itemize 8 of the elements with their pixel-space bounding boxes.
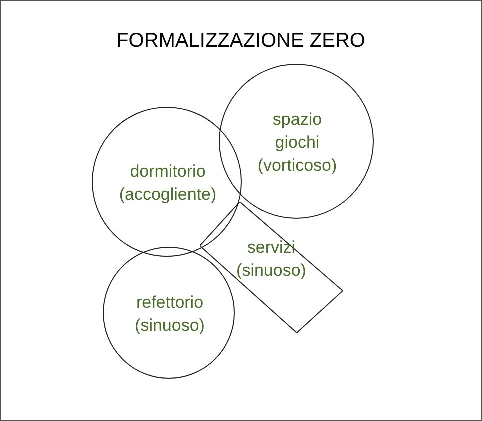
- title: FORMALIZZAZIONE ZERO: [116, 30, 366, 53]
- node-label: refettorio (sinuoso): [134, 292, 206, 337]
- circle: [92, 107, 242, 257]
- circle: [103, 247, 235, 379]
- node-label: spazio giochi (vorticoso): [256, 109, 338, 177]
- node-label: servizi (sinuoso): [236, 237, 308, 282]
- node-label: dormitorio (accogliente): [118, 161, 218, 206]
- circle: [219, 64, 374, 219]
